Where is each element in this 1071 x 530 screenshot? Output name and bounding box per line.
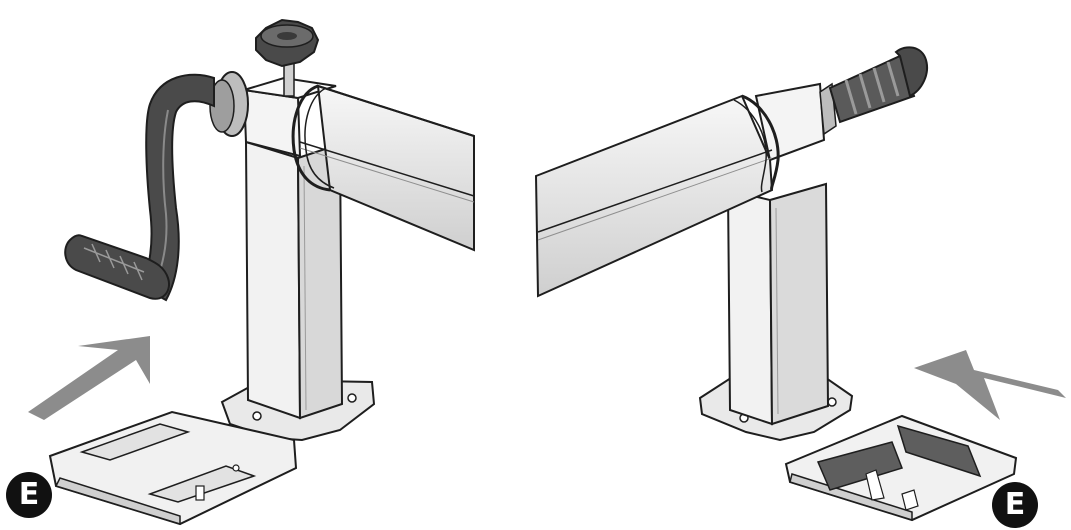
- right-top-block: [754, 82, 826, 162]
- right-post-front: [726, 188, 774, 426]
- right-post-side: [768, 182, 830, 426]
- left-stand: [28, 18, 475, 526]
- right-horizontal-tube: [534, 94, 774, 298]
- arrow-up-right-icon: [28, 336, 150, 420]
- crank-handle-icon: [64, 71, 249, 302]
- threaded-spindle-icon: [819, 46, 928, 136]
- badge-e-right: E: [992, 482, 1038, 528]
- left-clamp-band: [291, 84, 331, 192]
- star-knob-icon: [255, 18, 320, 68]
- right-bracket-plate: [784, 414, 1018, 522]
- badge-e-right-label: E: [1004, 487, 1026, 522]
- left-post-front: [244, 140, 302, 420]
- badge-e-left: E: [6, 472, 52, 518]
- right-stand: [534, 46, 1066, 522]
- arrow-up-left-icon: [914, 350, 1066, 420]
- right-clamp-band: [741, 94, 780, 192]
- left-bracket-plate: [48, 410, 298, 526]
- badge-e-left-label: E: [18, 477, 40, 512]
